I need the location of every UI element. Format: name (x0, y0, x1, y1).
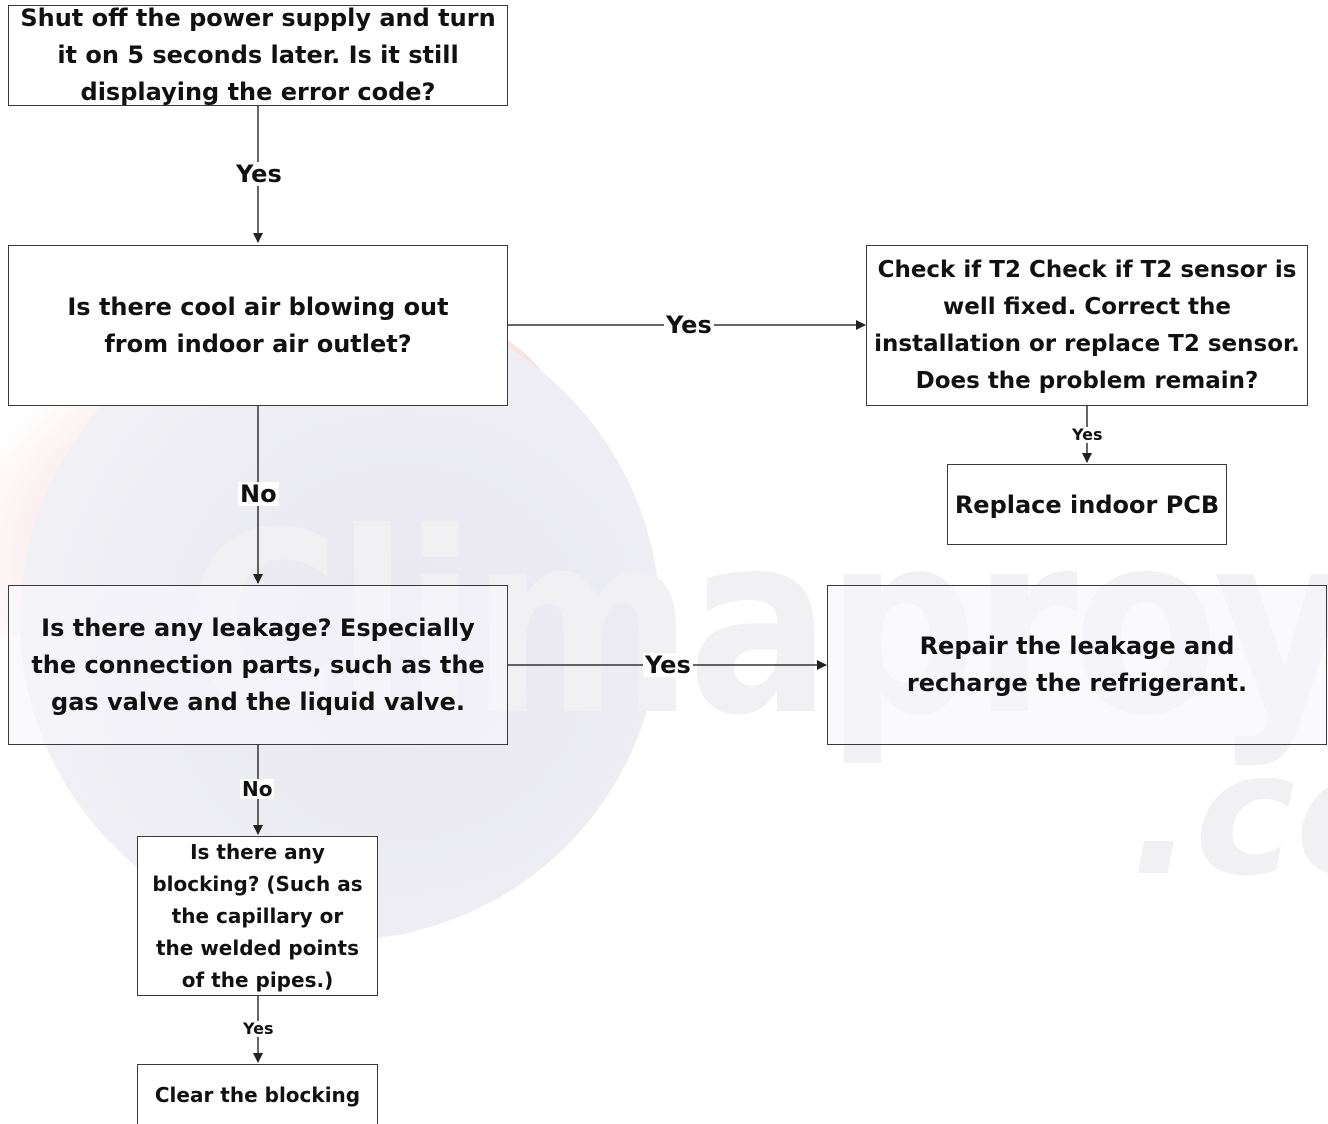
edge-label-cool-to-leak: No (238, 480, 279, 508)
node-clear-text: Clear the blocking (154, 1083, 361, 1107)
edge-label-leak-to-block: No (240, 777, 275, 801)
node-repair-text: Repair the leakage and recharge the refr… (906, 632, 1248, 697)
node-blocking-text: Is there any blocking? (Such as the capi… (152, 840, 363, 992)
node-repair: Repair the leakage and recharge the refr… (827, 585, 1327, 745)
node-leakage: Is there any leakage? Especially the con… (8, 585, 508, 745)
edge-label-start-to-cool: Yes (234, 160, 284, 188)
node-t2-check-text: Check if T2 Check if T2 sensor is well f… (874, 256, 1300, 394)
node-clear: Clear the blocking (137, 1064, 378, 1124)
watermark-suffix: .co (1130, 716, 1328, 914)
node-cool-air: Is there cool air blowing out from indoo… (8, 245, 508, 406)
edge-label-block-to-clear: Yes (241, 1019, 276, 1038)
node-replace-pcb-text: Replace indoor PCB (954, 490, 1220, 519)
node-cool-air-text: Is there cool air blowing out from indoo… (67, 292, 449, 358)
node-blocking: Is there any blocking? (Such as the capi… (137, 836, 378, 996)
edge-label-leak-to-repair: Yes (643, 651, 693, 679)
node-replace-pcb: Replace indoor PCB (947, 464, 1227, 545)
node-start-text: Shut off the power supply and turn it on… (20, 4, 496, 106)
edge-label-cool-to-t2: Yes (664, 311, 714, 339)
node-start: Shut off the power supply and turn it on… (8, 4, 508, 106)
node-leakage-text: Is there any leakage? Especially the con… (31, 613, 485, 716)
edge-label-t2-to-pcb: Yes (1070, 425, 1105, 444)
node-t2-check: Check if T2 Check if T2 sensor is well f… (866, 245, 1308, 406)
